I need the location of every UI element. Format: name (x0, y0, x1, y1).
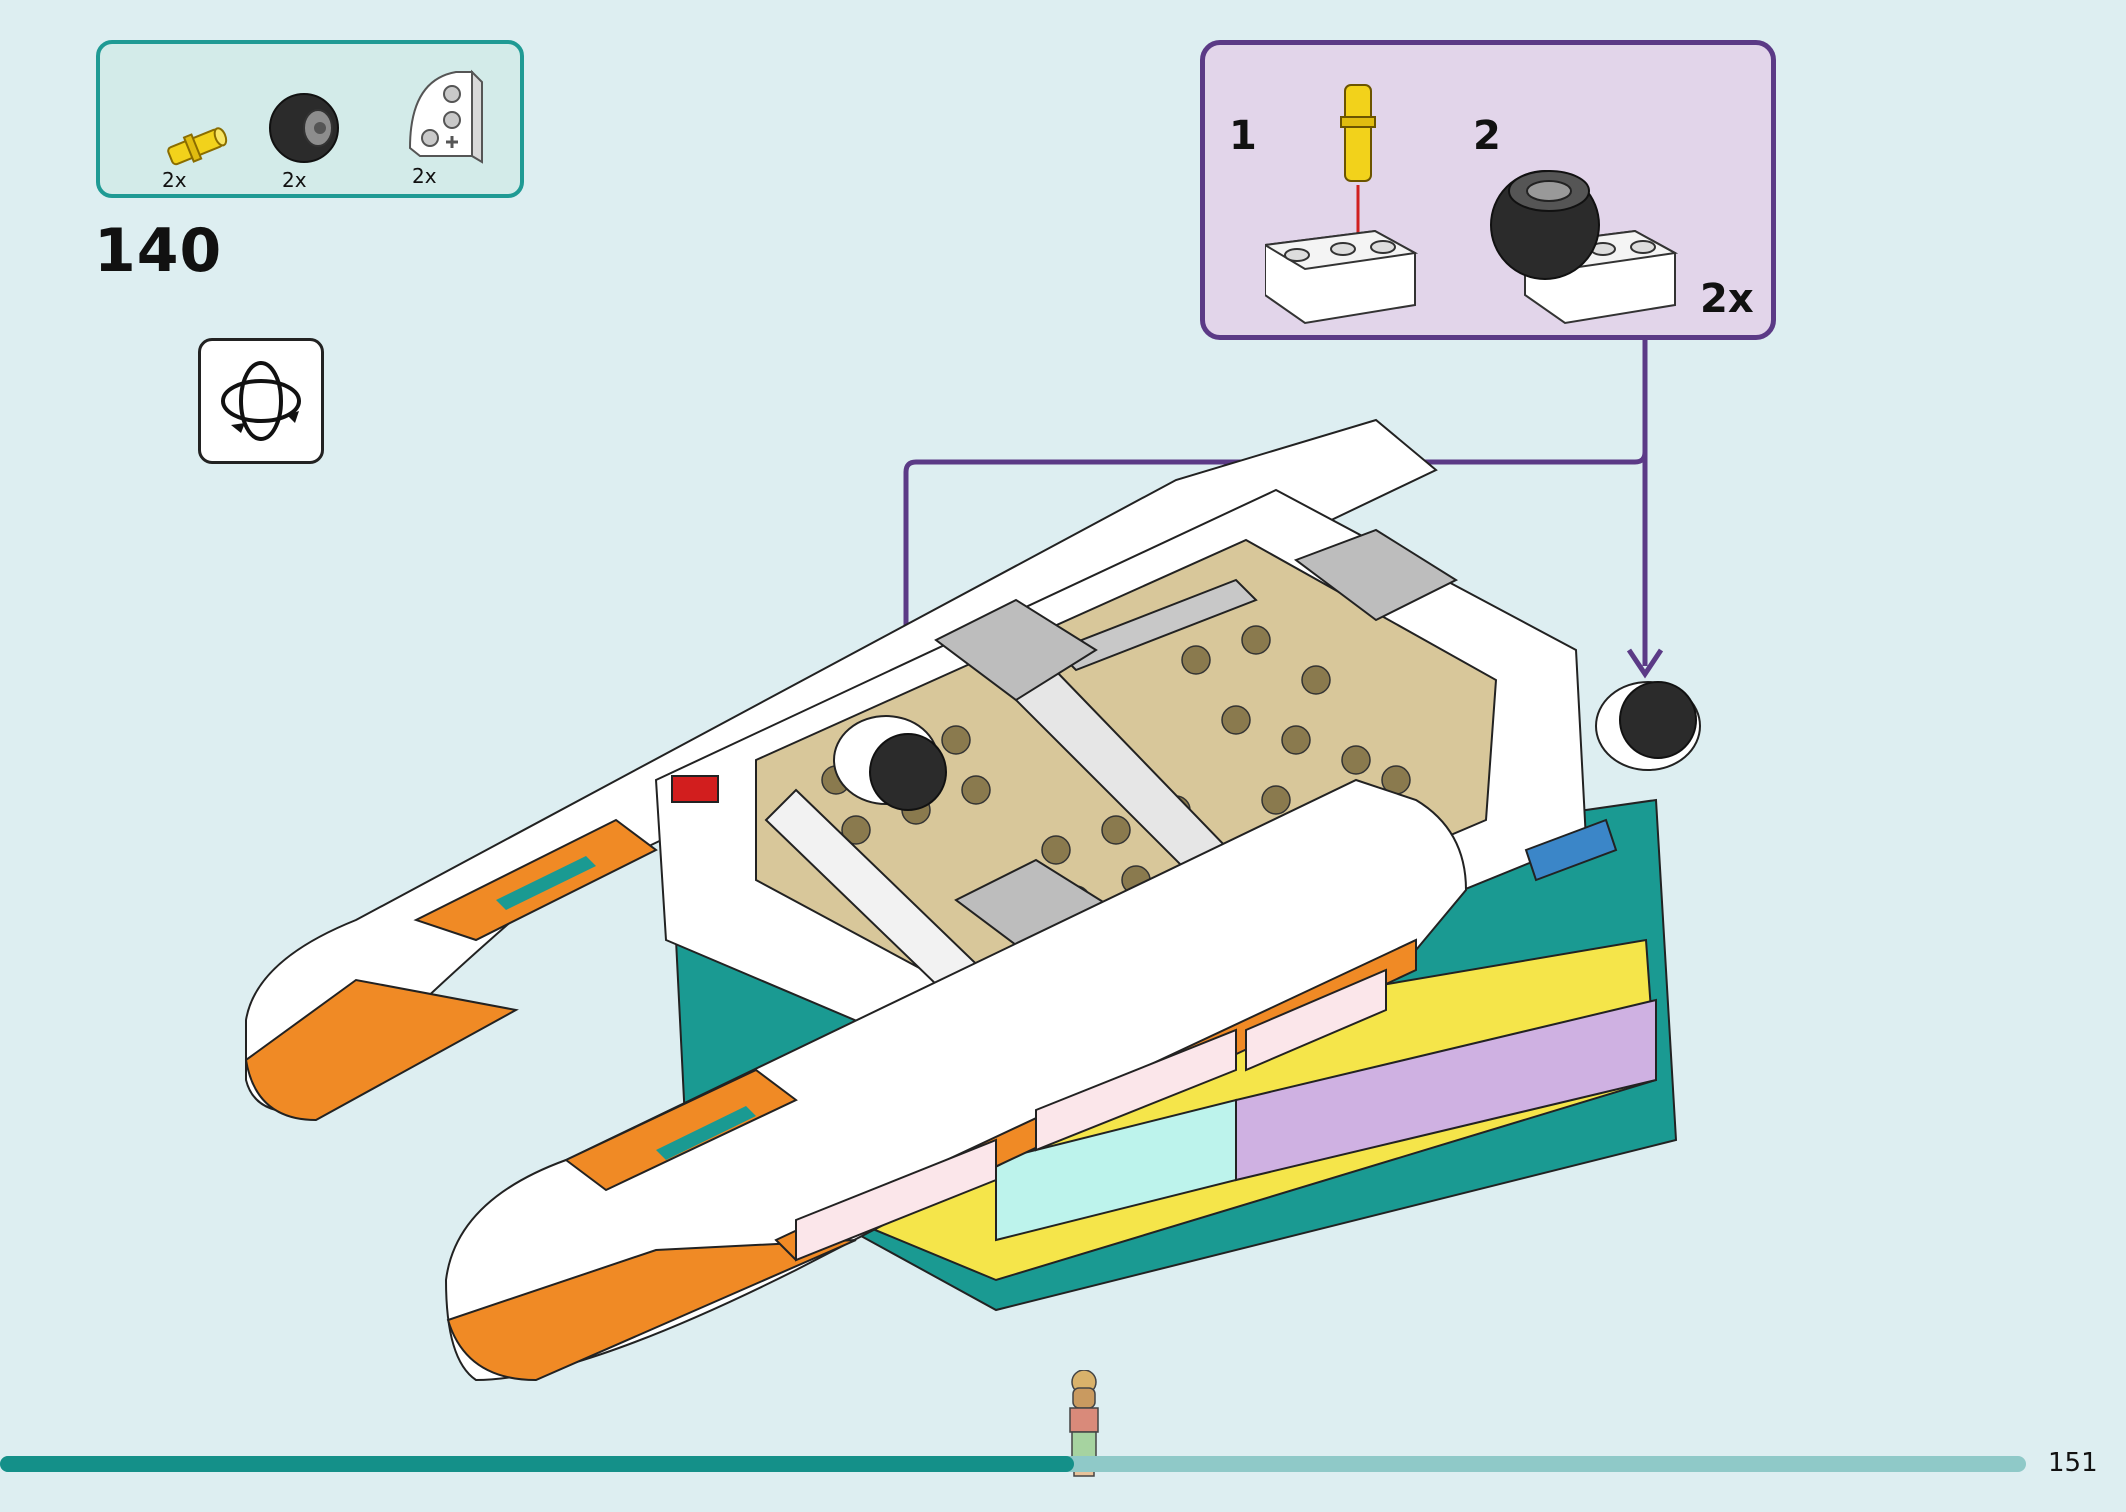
page-number: 151 (2048, 1448, 2098, 1478)
catamaran-model-illustration (244, 418, 1701, 1382)
yellow-pin-icon (167, 127, 228, 166)
part-quantity: 2x (282, 168, 307, 192)
progress-bar (0, 1456, 2026, 1472)
callout-quantity: 2x (1700, 276, 1754, 322)
substep-1-illustration (1265, 84, 1419, 325)
part-quantity: 2x (162, 168, 187, 192)
progress-bar-fill (0, 1456, 1074, 1472)
placed-wheel-right (1595, 681, 1701, 771)
rotate-arrows-icon (221, 361, 301, 441)
part-quantity: 2x (412, 164, 437, 188)
substep-number-1: 1 (1229, 113, 1257, 159)
callout-illustration (1265, 84, 1679, 325)
rotate-model-icon (198, 338, 324, 464)
parts-list-box: 2x 2x 2x (96, 40, 524, 198)
sub-assembly-callout: 1 2 (1200, 40, 1776, 340)
parts-list-item: 2x (260, 54, 370, 194)
white-beam-icon (408, 69, 483, 164)
substep-2-illustration (1490, 170, 1679, 325)
substep-number-2: 2 (1473, 113, 1501, 159)
placed-wheel-left (833, 715, 947, 811)
step-number: 140 (94, 216, 223, 286)
parts-list-item: 2x (140, 54, 250, 194)
parts-list-item: 2x (390, 50, 500, 190)
black-wheel-icon (269, 93, 339, 163)
